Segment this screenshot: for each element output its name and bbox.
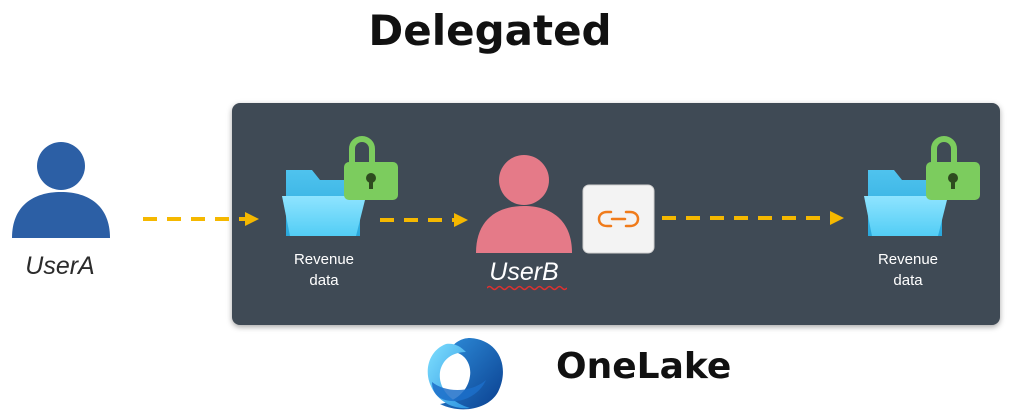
diagram-title: Delegated: [368, 6, 612, 55]
target-folder-label-line2: data: [893, 272, 923, 289]
target-folder-label: Revenue data: [848, 249, 968, 291]
user-a-person-icon: [12, 142, 110, 238]
source-folder-label-line2: data: [309, 272, 339, 289]
user-b-person-icon: [476, 155, 572, 253]
source-folder-lock-icon: [282, 136, 398, 236]
shortcut-link-icon: [582, 184, 655, 254]
user-b-label: UserB: [489, 258, 559, 286]
source-folder-label-line1: Revenue: [293, 251, 355, 268]
target-folder-label-line1: Revenue: [877, 251, 939, 268]
arrow-link-to-folder: [662, 211, 844, 225]
arrow-usera-to-folder: [143, 212, 259, 226]
source-folder-label: Revenue data: [264, 249, 384, 291]
spellcheck-underline: [487, 285, 567, 291]
onelake-logo-icon: [427, 338, 503, 410]
target-folder-lock-icon: [864, 136, 980, 236]
onelake-name: OneLake: [556, 346, 732, 387]
arrow-folder-to-userb: [380, 213, 468, 227]
user-a-label: UserA: [25, 252, 95, 280]
